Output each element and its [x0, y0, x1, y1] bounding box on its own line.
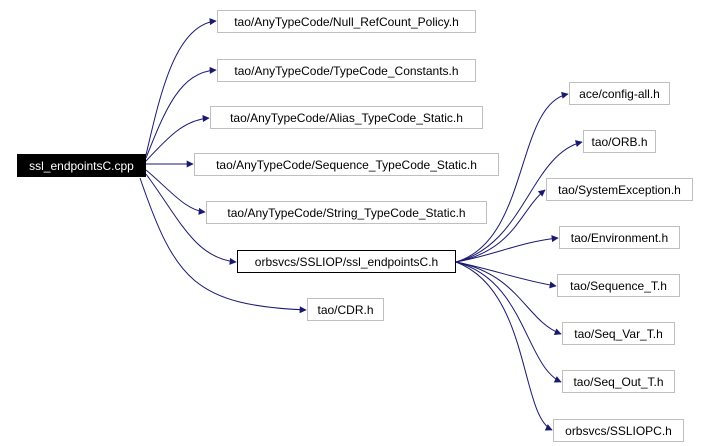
edge-root-typecode-constants	[145, 66, 217, 159]
node-ssl-endpoints-h[interactable]: orbsvcs/SSLIOP/ssl_endpointsC.h	[237, 250, 456, 273]
edge-main-orb	[455, 140, 583, 263]
edge-root-ssl-endpoints-h	[145, 173, 237, 265]
node-seq-out-t[interactable]: tao/Seq_Out_T.h	[562, 370, 675, 393]
node-sequence-t[interactable]: tao/Sequence_T.h	[557, 274, 680, 297]
node-environment[interactable]: tao/Environment.h	[559, 226, 680, 249]
node-sequence-typecode[interactable]: tao/AnyTypeCode/Sequence_TypeCode_Static…	[194, 153, 499, 176]
node-typecode-constants[interactable]: tao/AnyTypeCode/TypeCode_Constants.h	[217, 59, 476, 82]
edge-main-system-exception	[455, 189, 546, 263]
edge-main-ssliopc	[455, 261, 553, 431]
edge-root-null-refcount	[145, 18, 217, 156]
node-orb[interactable]: tao/ORB.h	[583, 130, 656, 153]
edge-root-string-typecode	[145, 169, 206, 215]
node-alias-typecode[interactable]: tao/AnyTypeCode/Alias_TypeCode_Static.h	[210, 106, 483, 129]
node-root[interactable]: ssl_endpointsC.cpp	[17, 154, 146, 177]
node-ssliopc[interactable]: orbsvcs/SSLIOPC.h	[553, 419, 684, 442]
node-system-exception[interactable]: tao/SystemException.h	[546, 178, 693, 201]
edge-main-environment	[455, 235, 559, 263]
edge-main-config-all	[455, 91, 569, 263]
edge-main-seq-out-t	[455, 261, 562, 383]
node-config-all[interactable]: ace/config-all.h	[569, 82, 670, 105]
node-string-typecode[interactable]: tao/AnyTypeCode/String_TypeCode_Static.h	[206, 201, 487, 224]
node-cdr[interactable]: tao/CDR.h	[307, 298, 384, 321]
edge-main-seq-var-t	[455, 261, 562, 335]
node-seq-var-t[interactable]: tao/Seq_Var_T.h	[562, 322, 675, 345]
edge-root-cdr	[139, 177, 307, 314]
edge-root-alias-typecode	[145, 115, 210, 162]
node-null-refcount[interactable]: tao/AnyTypeCode/Null_RefCount_Policy.h	[217, 10, 476, 33]
